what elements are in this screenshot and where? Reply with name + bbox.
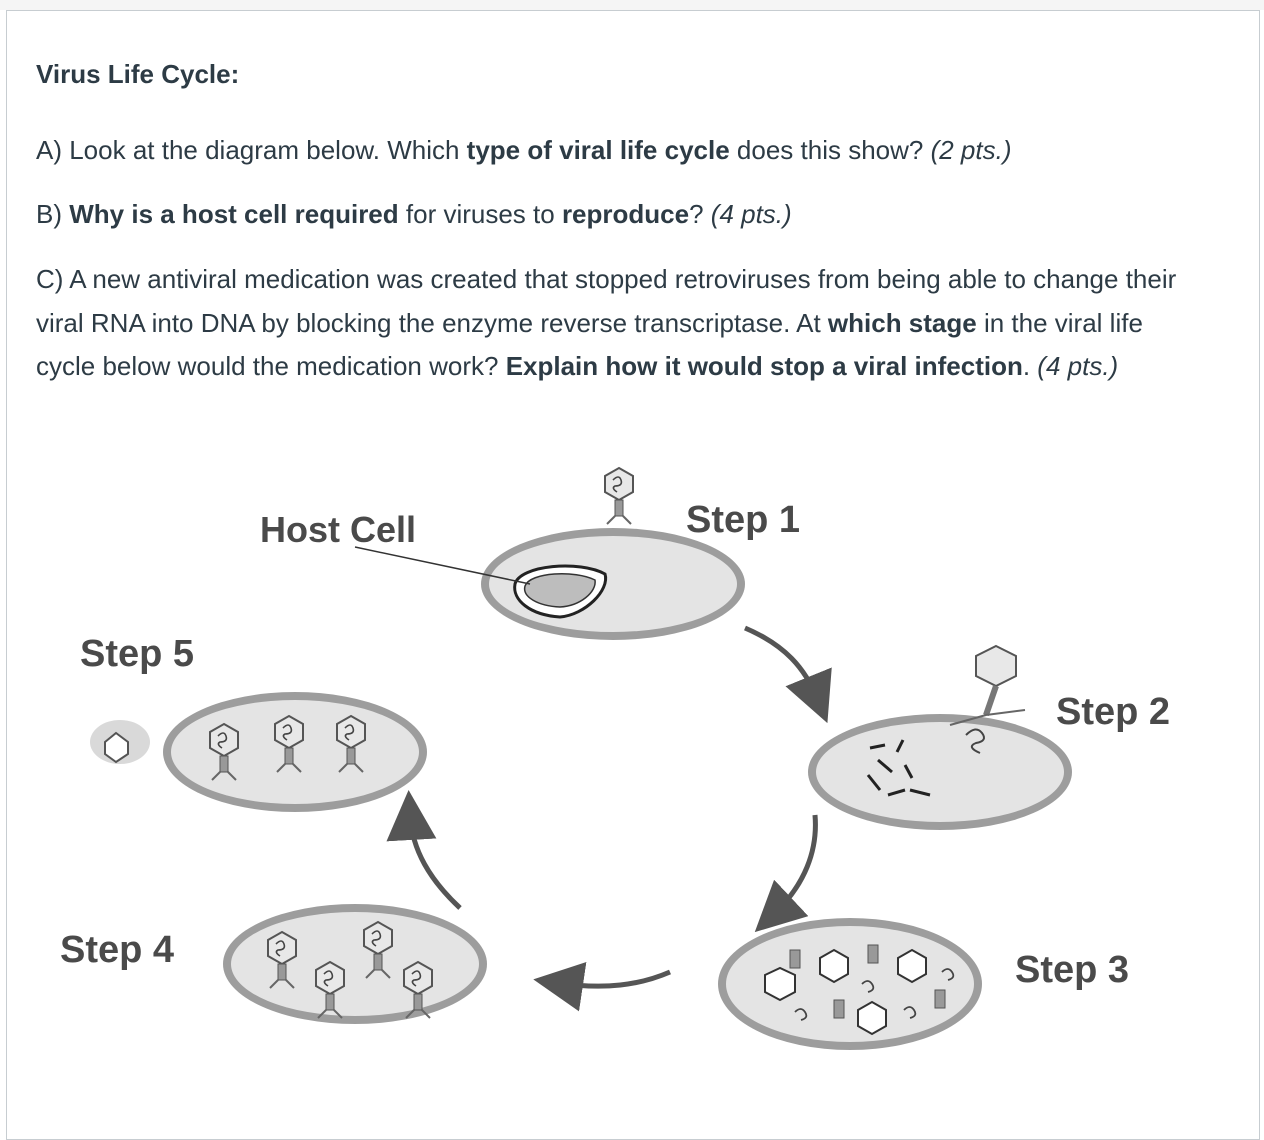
question-a-points: (2 pts.) <box>930 135 1012 165</box>
host-cell-label: Host Cell <box>260 509 416 550</box>
step3-cell <box>718 918 982 1050</box>
question-b: B) Why is a host cell required for virus… <box>36 193 792 237</box>
arrow-step3-to-step4 <box>533 961 671 1012</box>
step4-cell <box>223 904 487 1024</box>
question-b-bold1: Why is a host cell required <box>69 199 399 229</box>
step1-cell <box>481 467 745 640</box>
step2-label: Step 2 <box>1056 691 1170 733</box>
arrow-step2-to-step3 <box>754 814 818 933</box>
question-b-suffix: ? <box>689 199 711 229</box>
step5-cell <box>90 692 427 812</box>
step4-label: Step 4 <box>60 929 174 971</box>
question-a-middle: does this show? <box>729 135 931 165</box>
step1-phage-icon <box>604 467 634 525</box>
question-a-text: A) Look at the diagram below. Which <box>36 135 467 165</box>
question-a-bold: type of viral life cycle <box>466 135 730 165</box>
host-cell-pointer <box>354 546 531 585</box>
question-c-bold1: which stage <box>827 307 977 338</box>
question-c-part3: . <box>1022 351 1038 381</box>
question-c-bold2: Explain how it would stop a viral infect… <box>505 351 1023 381</box>
question-b-middle: for viruses to <box>398 199 562 229</box>
top-bar <box>0 0 1264 10</box>
step3-label: Step 3 <box>1015 949 1129 991</box>
step1-label: Step 1 <box>686 499 800 541</box>
question-c: C) A new antiviral medication was create… <box>36 258 1186 389</box>
question-a: A) Look at the diagram below. Which type… <box>36 129 1012 173</box>
cycle-arrows <box>386 625 832 1012</box>
question-title: Virus Life Cycle: <box>36 59 240 89</box>
question-c-points: (4 pts.) <box>1037 351 1119 381</box>
question-b-bold2: reproduce <box>561 199 690 229</box>
question-b-prefix: B) <box>36 199 70 229</box>
question-c-part1: C) A new antiviral medication was create… <box>36 264 1177 338</box>
step5-label: Step 5 <box>80 633 194 675</box>
step2-phage-icon <box>949 644 1026 754</box>
question-b-points: (4 pts.) <box>710 199 792 229</box>
arrow-step1-to-step2 <box>744 625 832 724</box>
released-phage-icon <box>104 731 129 764</box>
dna-fragments-icon <box>866 739 931 797</box>
step2-cell <box>808 644 1072 830</box>
question-c-part2: in the viral life cycle below would the … <box>36 307 1143 382</box>
arrow-step4-to-step5 <box>386 790 462 910</box>
